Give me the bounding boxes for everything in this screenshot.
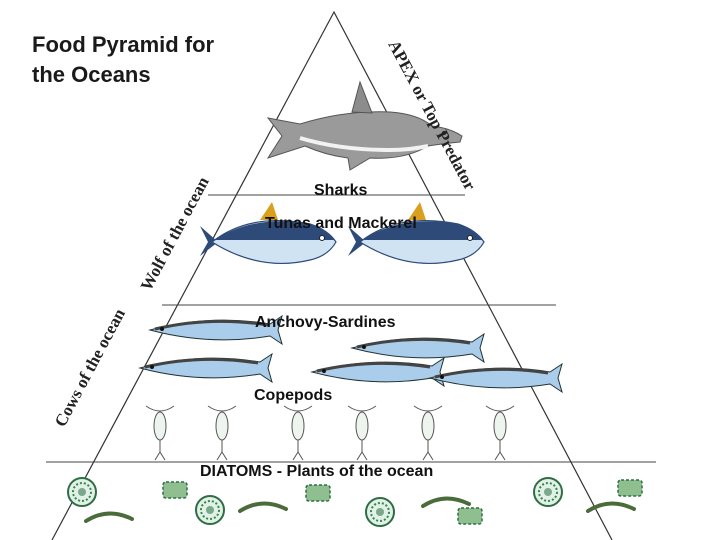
sardine-icon: [350, 332, 485, 364]
diatom-icon: [195, 495, 225, 525]
diatom-icon: [238, 501, 288, 513]
diatom-icon: [84, 511, 134, 523]
diatom-icon: [617, 479, 643, 497]
level-label-diatoms: DIATOMS - Plants of the ocean: [200, 463, 433, 480]
copepod-row: [145, 405, 515, 461]
copepod-icon: [145, 405, 175, 461]
copepod-icon: [413, 405, 443, 461]
cows-label: Cows of the ocean: [51, 305, 129, 430]
diatom-icon: [533, 477, 563, 507]
diatom-icon: [457, 507, 483, 525]
shark-icon: [266, 80, 463, 171]
sardine-icon: [138, 352, 273, 384]
title-line-2: the Oceans: [32, 62, 151, 87]
copepod-icon: [347, 405, 377, 461]
diatom-icon: [162, 481, 188, 499]
diatom-icon: [305, 484, 331, 502]
pyramid-outline: [51, 10, 613, 540]
level-label-sharks: Sharks: [314, 182, 367, 199]
diatom-icon: [586, 501, 636, 513]
level-label-copepods: Copepods: [254, 387, 332, 404]
diatom-row: [67, 477, 643, 527]
copepod-icon: [485, 405, 515, 461]
tuna-icon: [348, 202, 485, 265]
level-label-tunas: Tunas and Mackerel: [265, 215, 417, 232]
sardine-icon: [310, 356, 445, 388]
wolf-label: Wolf of the ocean: [137, 173, 213, 294]
title-line-1: Food Pyramid for: [32, 32, 215, 57]
sardine-icon: [428, 362, 563, 394]
copepod-icon: [283, 405, 313, 461]
diatom-icon: [421, 496, 471, 508]
tuna-icon: [200, 202, 337, 265]
sardine-icon: [148, 314, 283, 346]
page-title: Food Pyramid for the Oceans: [32, 30, 214, 90]
level-label-anchovy: Anchovy-Sardines: [255, 314, 396, 331]
copepod-icon: [207, 405, 237, 461]
diatom-icon: [67, 477, 97, 507]
diatom-icon: [365, 497, 395, 527]
